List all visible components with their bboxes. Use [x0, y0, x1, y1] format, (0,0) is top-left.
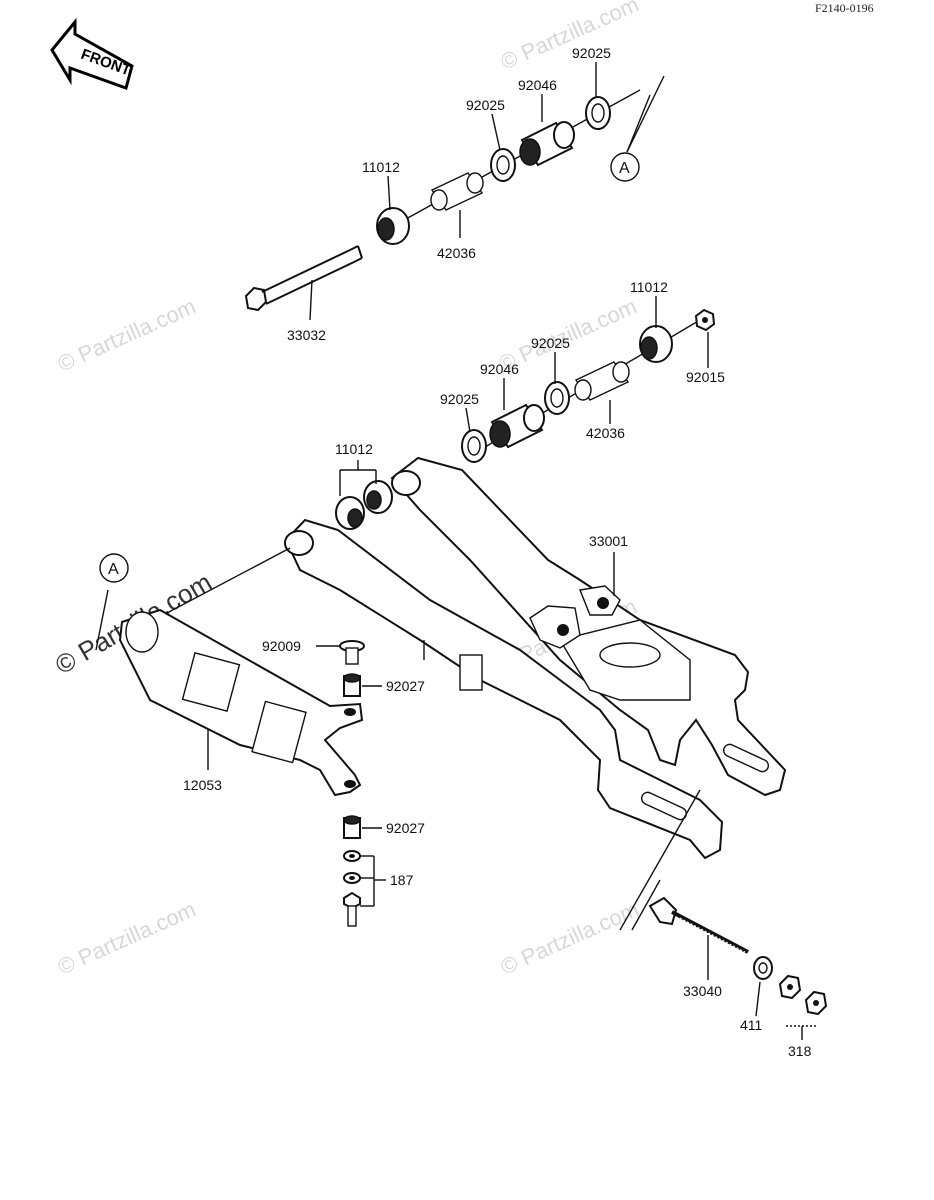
- collar-92027: [343, 673, 361, 697]
- pivot-bolt-33032: [244, 245, 363, 312]
- hardware-column: [339, 640, 386, 927]
- swing-arm-33001: [284, 456, 787, 860]
- part-label-42036: 42036: [586, 425, 625, 441]
- washer-187: [343, 850, 361, 862]
- watermark: © Partzilla.com: [497, 0, 643, 75]
- chain-adjuster-parts: [619, 789, 828, 1040]
- watermark: © Partzilla.com: [54, 896, 200, 979]
- part-label-33001: 33001: [589, 533, 628, 549]
- sleeve-42036: [574, 361, 630, 401]
- washer-92025: [490, 148, 516, 182]
- part-labels: 92025 92046 92025 11012 42036 33032 1101…: [183, 45, 812, 1059]
- watermark: © Partzilla.com: [497, 896, 643, 979]
- part-label-33032: 33032: [287, 327, 326, 343]
- seal-11012: [639, 325, 673, 363]
- callout-a-top: A: [610, 75, 665, 182]
- part-label-92027: 92027: [386, 678, 425, 694]
- part-label-11012: 11012: [362, 159, 400, 175]
- right-pivot-parts: [461, 308, 716, 463]
- part-label-11012: 11012: [630, 279, 668, 295]
- watermark: © Partzilla.com: [54, 293, 200, 376]
- part-label-11012: 11012: [335, 441, 373, 457]
- part-label-92025: 92025: [572, 45, 611, 61]
- callout-letter: A: [108, 561, 119, 578]
- part-label-92046: 92046: [480, 361, 519, 377]
- part-label-92025: 92025: [440, 391, 479, 407]
- nut-318: [804, 990, 828, 1016]
- part-label-42036: 42036: [437, 245, 476, 261]
- lock-washer-187: [343, 872, 361, 884]
- adjuster-bolt-33040: [648, 896, 749, 954]
- nut-92015: [694, 308, 716, 332]
- callout-a-left: A: [95, 547, 291, 651]
- part-label-318: 318: [788, 1043, 812, 1059]
- part-label-12053: 12053: [183, 777, 222, 793]
- bearing-92046: [519, 121, 575, 167]
- part-label-33040: 33040: [683, 983, 722, 999]
- sleeve-42036: [430, 172, 484, 211]
- collar-92027: [343, 815, 361, 839]
- part-label-92009: 92009: [262, 638, 301, 654]
- seal-11012: [376, 207, 410, 245]
- part-label-92025: 92025: [531, 335, 570, 351]
- front-arrow-icon: FRONT: [50, 17, 134, 90]
- screw-92009: [339, 640, 365, 665]
- bolt-187: [343, 891, 361, 927]
- upper-pivot-parts: [244, 89, 641, 312]
- part-label-92027: 92027: [386, 820, 425, 836]
- part-label-411: 411: [740, 1017, 763, 1033]
- washer-92025: [585, 96, 611, 130]
- part-label-92025: 92025: [466, 97, 505, 113]
- part-label-92015: 92015: [686, 369, 725, 385]
- diagram-code: F2140-0196: [815, 1, 874, 15]
- part-label-187: 187: [390, 872, 414, 888]
- leader-lines: [207, 62, 761, 1017]
- callout-letter: A: [619, 160, 630, 177]
- washer-411: [753, 956, 773, 980]
- bearing-92046: [489, 403, 545, 449]
- part-label-92046: 92046: [518, 77, 557, 93]
- washer-92025: [461, 429, 487, 463]
- chain-guide-12053: [118, 608, 364, 797]
- nut-318: [778, 974, 802, 1000]
- washer-92025: [544, 381, 570, 415]
